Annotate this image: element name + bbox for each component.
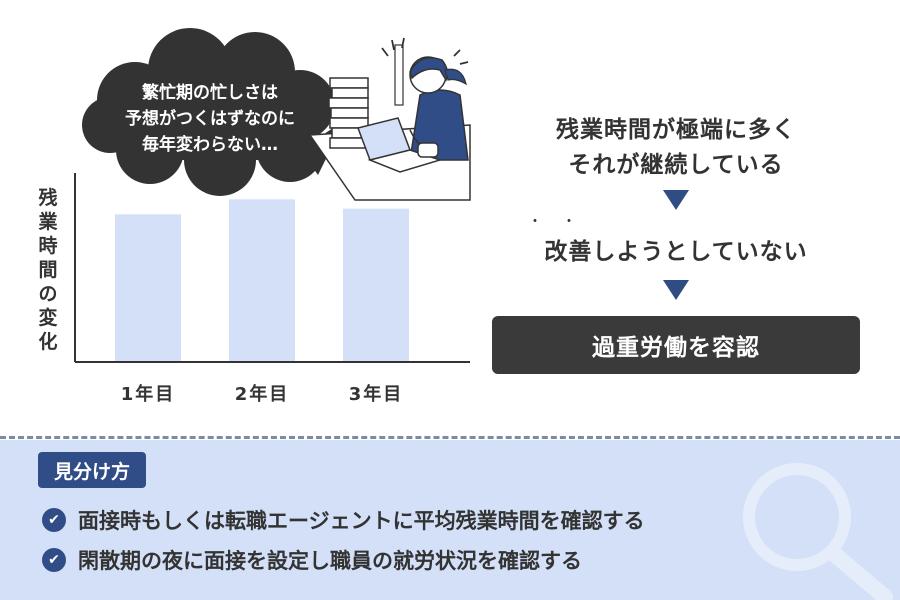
x-tick-label: 2年目 xyxy=(234,384,290,405)
paper-stack-icon xyxy=(328,77,369,149)
speech-bubble-text: 繁忙期の忙しさは 予想がつくはずなのに 毎年変わらない… xyxy=(110,80,310,158)
tip-item: ✔ 閑散期の夜に面接を設定し職員の就労状況を確認する xyxy=(42,545,582,575)
magnifier-icon xyxy=(743,463,893,600)
x-tick-label: 3年目 xyxy=(348,384,404,405)
flow-step1-line1: 残業時間が極端に多く xyxy=(556,117,796,143)
check-circle-icon: ✔ xyxy=(42,508,66,532)
bar-1 xyxy=(115,214,181,361)
check-circle-icon: ✔ xyxy=(42,548,66,572)
tip-item: ✔ 面接時もしくは転職エージェントに平均残業時間を確認する xyxy=(42,505,645,535)
bar-2 xyxy=(229,199,295,361)
chart xyxy=(115,199,409,361)
speech-bubble-line: 毎年変わらない… xyxy=(142,135,278,155)
result-box: 過重労働を容認 xyxy=(492,316,860,374)
emphasis-dots: ・・ xyxy=(528,214,596,230)
tip-text: 閑散期の夜に面接を設定し職員の就労状況を確認する xyxy=(78,549,582,573)
flow-step1-line2: それが継続している xyxy=(568,152,784,178)
chart-ylabel: 残業時間の変化 xyxy=(38,187,58,353)
section-divider xyxy=(0,436,900,439)
down-arrow-icon xyxy=(663,280,689,300)
x-tick-label: 1年目 xyxy=(120,384,176,405)
tip-text: 面接時もしくは転職エージェントに平均残業時間を確認する xyxy=(78,509,645,533)
bar-3 xyxy=(343,208,409,361)
speech-bubble-line: 繁忙期の忙しさは xyxy=(142,83,278,103)
tips-label: 見分け方 xyxy=(38,452,147,488)
down-arrow-icon xyxy=(663,190,689,210)
stressed-worker-at-laptop-icon xyxy=(308,37,471,201)
illustration-layer xyxy=(74,28,471,363)
flow-step2: 改善しようとしていない xyxy=(544,239,808,265)
speech-bubble-line: 予想がつくはずなのに xyxy=(125,109,295,129)
